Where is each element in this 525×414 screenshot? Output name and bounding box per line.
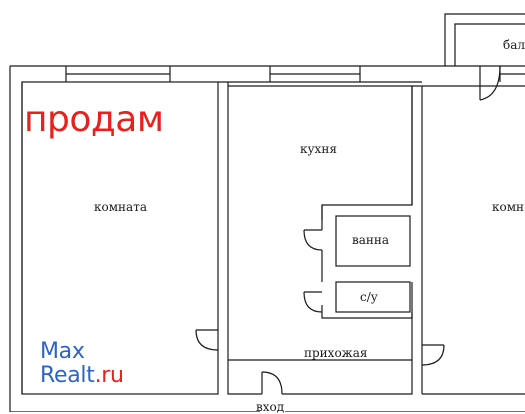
door-balcony xyxy=(479,65,501,101)
window-right xyxy=(499,66,525,82)
balcony-outline xyxy=(444,13,525,66)
room-left-outline xyxy=(21,81,219,395)
window-left xyxy=(65,66,171,82)
logo-line2-main: Realt xyxy=(40,363,95,388)
bathroom-label: ванна xyxy=(352,233,390,247)
middle-wall-outer xyxy=(218,81,422,205)
bathroom-outline xyxy=(335,215,411,267)
hallway-walls xyxy=(228,312,413,361)
kitchen-label: кухня xyxy=(300,142,337,156)
door-left-room xyxy=(195,329,219,351)
door-bathroom xyxy=(303,229,323,251)
maxrealt-logo: Max Realt.ru xyxy=(40,340,124,388)
toilet-label: с/у xyxy=(360,290,378,304)
door-toilet xyxy=(303,291,323,313)
promo-text: продам xyxy=(24,99,164,140)
room-right-outline xyxy=(412,85,525,395)
window-kitchen xyxy=(269,66,361,82)
door-right-room xyxy=(421,344,445,366)
logo-line2-suffix: .ru xyxy=(94,363,124,388)
door-entrance xyxy=(261,371,283,395)
room-right-label: комн xyxy=(492,200,525,214)
balcony-label: бал xyxy=(503,38,525,52)
hallway-label: прихожая xyxy=(304,346,368,360)
entrance-label: вход xyxy=(256,400,285,414)
toilet-outline xyxy=(335,281,411,313)
room-left-label: комната xyxy=(94,200,148,214)
logo-line1: Max xyxy=(40,339,85,364)
